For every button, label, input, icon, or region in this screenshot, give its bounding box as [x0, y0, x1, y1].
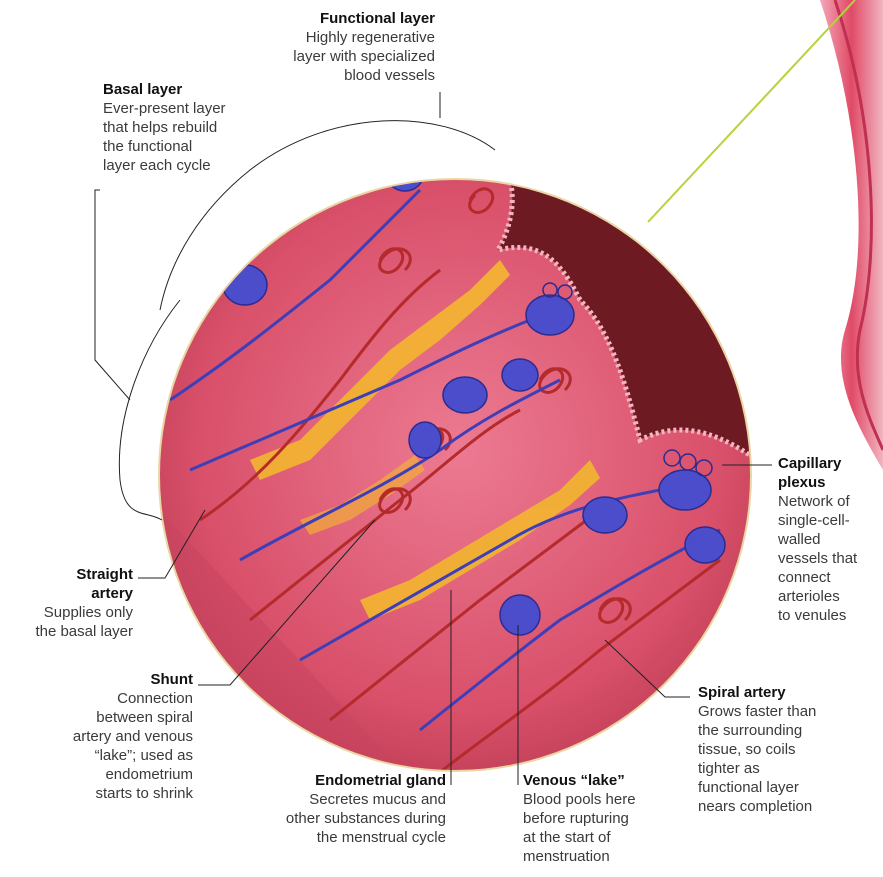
- zoom-pointer-line: [648, 0, 855, 222]
- endometrial-gland-title: Endometrial gland: [240, 771, 446, 790]
- functional-layer-label: Functional layer Highly regenerative lay…: [230, 9, 435, 85]
- magnified-circle: [150, 150, 770, 790]
- straight-artery-label: Straight artery Supplies only the basal …: [0, 565, 133, 641]
- basal-layer-leader: [95, 190, 130, 400]
- capillary-plexus-title: Capillary: [778, 454, 882, 473]
- spiral-artery-title: Spiral artery: [698, 683, 878, 702]
- endometrial-gland-label: Endometrial gland Secretes mucus and oth…: [240, 771, 446, 847]
- venous-lake-title: Venous “lake”: [523, 771, 683, 790]
- capillary-plexus-label: Capillary plexus Network of single-cell-…: [778, 454, 882, 625]
- shunt-title: Shunt: [20, 670, 193, 689]
- functional-layer-title: Functional layer: [230, 9, 435, 28]
- shunt-label: Shunt Connection between spiral artery a…: [20, 670, 193, 803]
- basal-layer-title: Basal layer: [103, 80, 273, 99]
- uterine-wall: [820, 0, 883, 470]
- spiral-artery-label: Spiral artery Grows faster than the surr…: [698, 683, 878, 816]
- venous-lake-label: Venous “lake” Blood pools here before ru…: [523, 771, 683, 866]
- straight-artery-title: Straight: [0, 565, 133, 584]
- basal-layer-label: Basal layer Ever-present layer that help…: [103, 80, 273, 175]
